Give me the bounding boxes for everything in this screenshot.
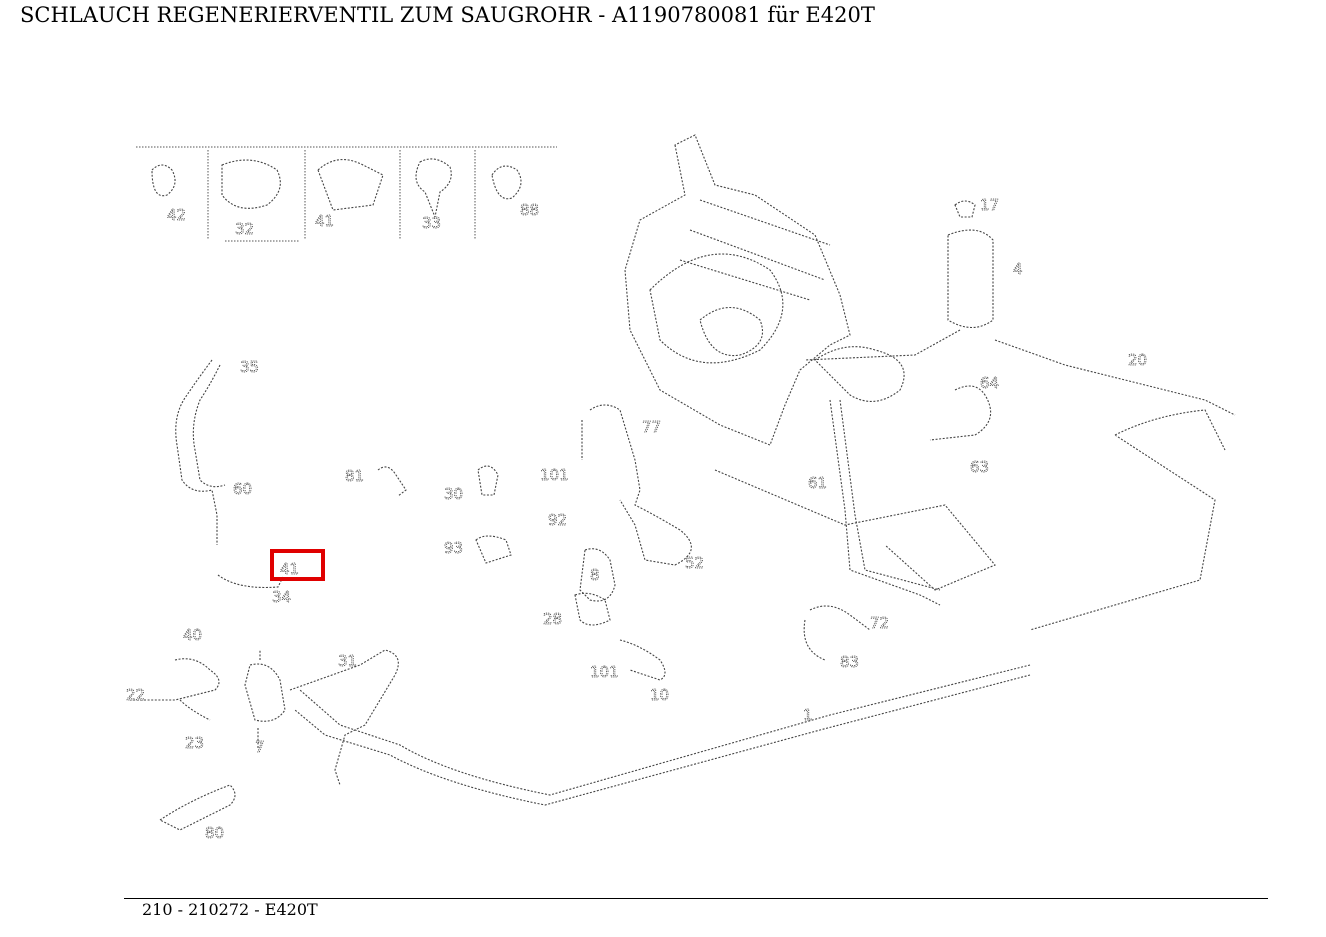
label-31: 31 bbox=[338, 652, 357, 670]
label-80: 80 bbox=[205, 824, 224, 842]
label-64: 64 bbox=[980, 374, 999, 392]
footer-divider bbox=[124, 898, 1268, 899]
label-72: 72 bbox=[870, 614, 889, 632]
highlight-box bbox=[270, 549, 325, 581]
label-63: 63 bbox=[970, 458, 989, 476]
label-7: 7 bbox=[255, 738, 265, 756]
label-20: 20 bbox=[1128, 351, 1147, 369]
label-inset-32: 32 bbox=[235, 220, 254, 238]
label-22: 22 bbox=[126, 686, 145, 704]
label-83: 83 bbox=[840, 653, 859, 671]
label-inset-33: 33 bbox=[422, 214, 441, 232]
part-labels: 42 32 41 33 88 17 4 20 64 63 35 60 77 61… bbox=[126, 196, 1148, 843]
label-28: 28 bbox=[543, 610, 562, 628]
label-93: 93 bbox=[444, 539, 463, 557]
label-77: 77 bbox=[642, 418, 661, 436]
label-inset-88: 88 bbox=[520, 201, 539, 219]
inset-panel bbox=[136, 146, 557, 242]
label-4: 4 bbox=[1013, 260, 1023, 278]
label-61: 61 bbox=[808, 474, 827, 492]
label-41-highlighted[interactable]: 41 bbox=[280, 560, 300, 579]
engine-assembly bbox=[294, 134, 1236, 806]
label-101-upper: 101 bbox=[540, 466, 569, 484]
page-footer: 210 - 210272 - E420T bbox=[142, 900, 318, 919]
label-17: 17 bbox=[980, 196, 999, 214]
label-34: 34 bbox=[272, 588, 291, 606]
label-inset-42: 42 bbox=[167, 206, 186, 224]
label-10: 10 bbox=[650, 686, 669, 704]
label-8: 8 bbox=[590, 566, 600, 584]
label-1: 1 bbox=[803, 706, 813, 724]
label-23: 23 bbox=[185, 734, 204, 752]
label-52: 52 bbox=[685, 554, 704, 572]
label-inset-41: 41 bbox=[315, 212, 334, 230]
label-81: 81 bbox=[345, 467, 364, 485]
label-35: 35 bbox=[240, 358, 259, 376]
label-60: 60 bbox=[233, 480, 252, 498]
left-parts bbox=[130, 359, 692, 831]
label-30: 30 bbox=[444, 485, 463, 503]
label-40: 40 bbox=[183, 626, 202, 644]
label-92: 92 bbox=[548, 511, 567, 529]
label-101-lower: 101 bbox=[590, 663, 619, 681]
page-title: SCHLAUCH REGENERIERVENTIL ZUM SAUGROHR -… bbox=[20, 3, 875, 27]
